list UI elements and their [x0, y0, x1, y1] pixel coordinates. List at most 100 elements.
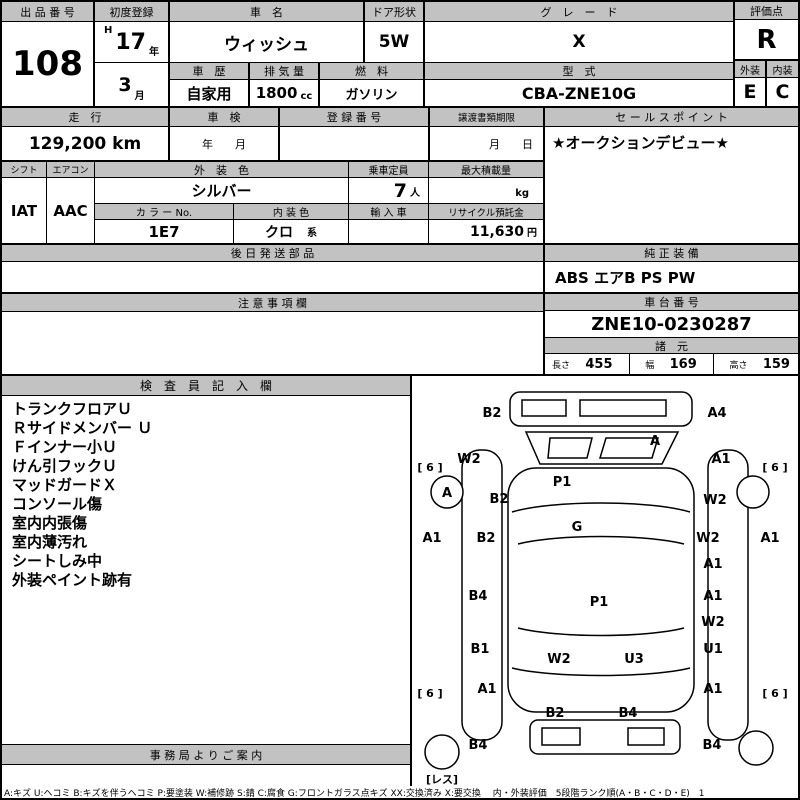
inspection-value: 年 月 [170, 127, 278, 160]
left-side-view [461, 449, 503, 741]
body-top-view [507, 467, 695, 713]
damage-code: A1 [703, 557, 722, 572]
damage-code: [ 6 ] [417, 687, 442, 700]
length-label: 長さ [552, 360, 571, 371]
import-value [349, 220, 428, 243]
damage-code: B4 [619, 706, 638, 721]
inspector-note-line: 室内内張傷 [12, 514, 88, 532]
interior-color-label: 内 装 色 [234, 204, 348, 219]
damage-code: U1 [703, 642, 723, 657]
reg-year-value: 17 [115, 29, 146, 55]
exterior-color-label: 外 装 色 [95, 162, 348, 177]
inspector-notes-header: 検 査 員 記 入 欄 [2, 376, 410, 395]
capacity-value: 7 人 [349, 178, 428, 203]
damage-code: [レス] [426, 773, 458, 786]
interior-color-value: クロ 系 [234, 220, 348, 243]
damage-code: B1 [471, 642, 490, 657]
shift-value: IAT [2, 178, 46, 243]
inspector-note-line: Ｆインナー小Ｕ [12, 438, 118, 456]
score-label: 評価点 [735, 2, 798, 19]
history-value: 自家用 [170, 80, 248, 106]
footer-legend: A:キズ U:ヘコミ B:キズを伴うヘコミ P:要塗装 W:補修跡 S:錆 C:… [2, 786, 798, 798]
rear-glass-line-top [517, 627, 685, 637]
damage-code: W2 [696, 531, 719, 546]
door-shape-value: 5W [365, 22, 423, 62]
width-value: 169 [669, 356, 697, 372]
windshield-view [524, 431, 680, 465]
mileage-label: 走 行 [2, 108, 168, 126]
max-load-unit: kg [515, 188, 529, 199]
rear-garnish-right [627, 727, 665, 746]
registration-number-label: 登 録 番 号 [280, 108, 428, 126]
damage-code: A1 [703, 589, 722, 604]
model-code-value: CBA-ZNE10G [425, 80, 733, 106]
fuel-value: ガソリン [320, 80, 423, 106]
width-label: 幅 [645, 360, 655, 371]
sales-point-value: ★オークションデビュー★ [545, 127, 798, 243]
damage-code: W2 [701, 615, 724, 630]
inspector-note-line: 室内薄汚れ [12, 533, 88, 551]
office-info-blank [2, 765, 410, 786]
exhibit-number-value: 108 [2, 22, 93, 106]
damage-code: A4 [707, 406, 726, 421]
displacement-number: 1800 [255, 84, 298, 102]
reg-month-value: 3 [118, 73, 132, 96]
first-registration-label: 初度登録 [95, 2, 168, 21]
front-grille-right [579, 399, 667, 417]
damage-code: [ 6 ] [762, 687, 787, 700]
exterior-grade-value: E [735, 78, 765, 106]
damage-code: P1 [553, 475, 572, 490]
grade-value: X [425, 22, 733, 62]
damage-code: B4 [703, 738, 722, 753]
sales-point-label: セ ー ル ス ポ イ ン ト [545, 108, 798, 126]
shift-label: シフト [2, 162, 46, 177]
windshield-pane-left [547, 437, 593, 459]
displacement-label: 排 気 量 [250, 63, 318, 79]
office-info-header: 事 務 局 よ り ご 案 内 [2, 745, 410, 764]
damage-code: [ 6 ] [417, 461, 442, 474]
damage-code: B4 [469, 589, 488, 604]
inspector-note-line: けん引フックＵ [12, 457, 118, 475]
spec-divider [628, 354, 630, 374]
month-unit: 月 [134, 91, 145, 102]
front-grille-left [521, 399, 567, 417]
damage-code: A [442, 486, 452, 501]
damage-code: A1 [711, 452, 730, 467]
damage-code: A1 [760, 531, 779, 546]
interior-color-unit: 系 [307, 228, 317, 239]
later-parts-value [2, 262, 543, 292]
damage-code: W2 [457, 452, 480, 467]
capacity-label: 乗車定員 [349, 162, 428, 177]
damage-code: [ 6 ] [762, 461, 787, 474]
front-view [509, 391, 693, 427]
color-number-value: 1E7 [95, 220, 233, 243]
spec-label: 諸 元 [545, 338, 798, 353]
wheel-rear-left [424, 734, 460, 770]
first-registration-year: H 17 年 [95, 22, 168, 62]
chassis-number-value: ZNE10-0230287 [545, 311, 798, 337]
mileage-value: 129,200 km [2, 127, 168, 160]
era-prefix: H [104, 25, 113, 36]
aircon-label: エアコン [47, 162, 94, 177]
import-label: 輸 入 車 [349, 204, 428, 219]
spec-divider [713, 354, 715, 374]
interior-color-name: クロ [265, 224, 293, 241]
later-parts-label: 後 日 発 送 部 品 [2, 245, 543, 261]
height-value: 159 [762, 356, 790, 372]
score-value: R [735, 20, 798, 59]
inspector-note-line: マッドガードＸ [12, 476, 118, 494]
damage-code: G [572, 520, 583, 535]
registration-number-value [280, 127, 428, 160]
year-unit: 年 [149, 47, 159, 58]
transfer-deadline-label: 譲渡書類期限 [430, 108, 543, 126]
wheel-front-left [430, 475, 464, 509]
interior-grade-label: 内装 [767, 61, 798, 77]
capacity-unit: 人 [410, 188, 420, 199]
length-value: 455 [585, 356, 613, 372]
windshield-pane-right [598, 437, 660, 459]
wheel-rear-right [738, 730, 774, 766]
model-code-label: 型 式 [425, 63, 733, 79]
